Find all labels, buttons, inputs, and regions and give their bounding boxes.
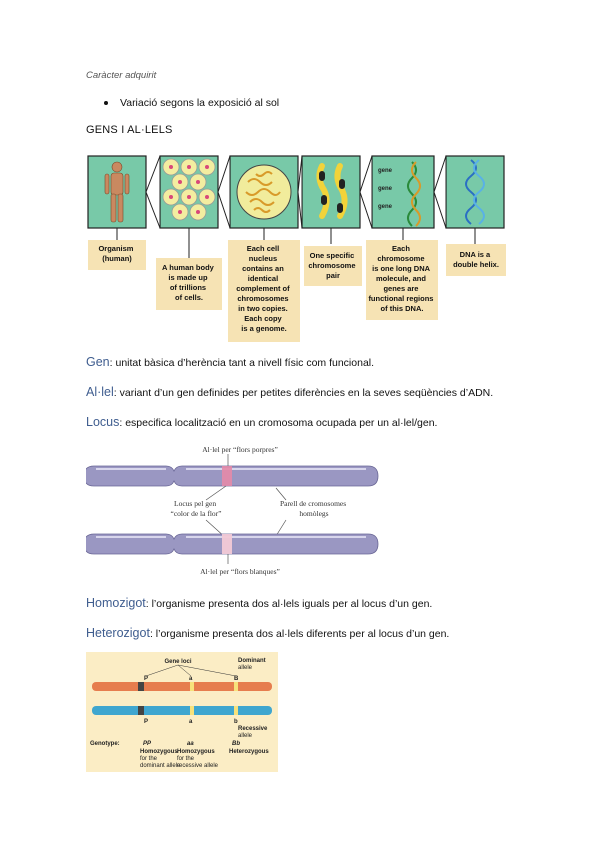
definition-gen-text: : unitat bàsica d’herència tant a nivell… (109, 357, 375, 369)
caption-box-cell (228, 240, 300, 342)
locus-bottom-b: b (234, 719, 238, 725)
locus-top-a: a (189, 676, 193, 682)
gene-label-2: gene (378, 186, 393, 192)
nucleus-icon (236, 164, 292, 220)
chromosome-pair-icon (316, 163, 348, 219)
definition-homozigot: Homozigot: l’organisme presenta dos al·l… (86, 596, 432, 610)
allele-white-marker (222, 534, 232, 554)
definition-gen: Gen: unitat bàsica d’herència tant a niv… (86, 355, 374, 369)
locus-bottom-a: a (189, 719, 193, 725)
chromosome-orange (92, 682, 272, 691)
label-gene-loci: Gene loci (164, 659, 191, 665)
caption-helix: DNA is a double helix. (453, 250, 499, 269)
human-figure-icon (104, 161, 130, 223)
double-helix-icon (465, 159, 485, 225)
cells-icon (162, 158, 216, 221)
genotype-aa: aa (187, 741, 194, 747)
genotype-pp: PP (143, 741, 152, 747)
label-genotype: Genotype: (90, 741, 120, 747)
dna-genes-icon: gene gene gene (378, 161, 421, 227)
bullet-item: Variació segons la exposició al sol (104, 97, 279, 109)
label-recessive-2: allele (238, 733, 253, 739)
gene-label-1: gene (378, 168, 393, 174)
label-white-allele: Al·lel per “flors blanques” (200, 567, 280, 576)
definition-alel-text: : variant d’un gen definides per petites… (113, 387, 494, 399)
allele-purple-marker (222, 466, 232, 486)
bullet-dot (104, 101, 108, 106)
label-homologous-pair: Parell de cromosomes homòlegs (280, 499, 348, 518)
caption-organism: Organism (human) (98, 244, 135, 263)
label-purple-allele: Al·lel per “flors porpres” (202, 445, 278, 454)
figure-organism-to-dna: gene gene gene Organism (human) A human … (87, 155, 506, 342)
label-recessive-1: Recessive (238, 726, 268, 732)
label-dominant-2: allele (238, 665, 253, 671)
caption-box-helix (446, 244, 506, 276)
locus-top-p: P (144, 676, 148, 682)
gene-label-3: gene (378, 204, 393, 210)
figure-homologous-chromosomes: Al·lel per “flors porpres” Locus pel gen… (86, 445, 379, 576)
chromosome-blue (92, 706, 272, 715)
caption-chromosome: One specific chromosome pair (308, 251, 357, 280)
label-dominant-1: Dominant (238, 658, 266, 664)
figure-gene-loci-genotypes: Gene loci Dominant allele P a B P a b Re… (86, 652, 278, 772)
desc-homozygous-recessive: Homozygous for the recessive allele (177, 749, 219, 769)
caption-box-dna (366, 240, 438, 320)
subtitle: Caràcter adquirit (86, 70, 157, 81)
definition-alel: Al·lel: variant d’un gen definides per p… (86, 385, 493, 399)
caption-box-chromosome (304, 246, 362, 286)
term-homozigot: Homozigot (86, 596, 146, 610)
locus-bottom-p: P (144, 719, 148, 725)
term-heterozigot: Heterozigot (86, 626, 150, 640)
term-alel: Al·lel (86, 385, 114, 399)
panel-dna (371, 155, 435, 229)
caption-box-body (156, 258, 222, 310)
term-locus: Locus (86, 415, 120, 429)
definition-locus: Locus: especifica localització en un cro… (86, 415, 437, 429)
caption-dna: Each chromosome is one long DNA molecule… (368, 244, 435, 313)
definition-homozigot-text: : l’organisme presenta dos al·lels igual… (145, 598, 433, 610)
bullet-text: Variació segons la exposició al sol (120, 97, 280, 109)
desc-homozygous-dominant: Homozygous for the dominant allele (140, 749, 181, 769)
caption-body: A human body is made up of trillions of … (162, 263, 216, 302)
section-heading: GENS I AL·LELS (86, 124, 173, 136)
definition-locus-text: : especifica localització en un cromosom… (119, 417, 438, 429)
panel-helix (445, 155, 505, 229)
panel-chromosome (301, 155, 361, 229)
caption-box-organism (88, 240, 146, 270)
locus-top-b: B (234, 676, 239, 682)
desc-heterozygous: Heterozygous (229, 749, 269, 755)
definition-heterozigot-text: : l’organisme presenta dos al·lels difer… (149, 628, 450, 640)
caption-cell: Each cell nucleus contains an identical … (236, 244, 291, 333)
definition-heterozigot: Heterozigot: l’organisme presenta dos al… (86, 626, 449, 640)
term-gen: Gen (86, 355, 110, 369)
label-locus: Locus pel gen “color de la flor” (170, 499, 221, 518)
genotype-bb: Bb (232, 741, 240, 747)
